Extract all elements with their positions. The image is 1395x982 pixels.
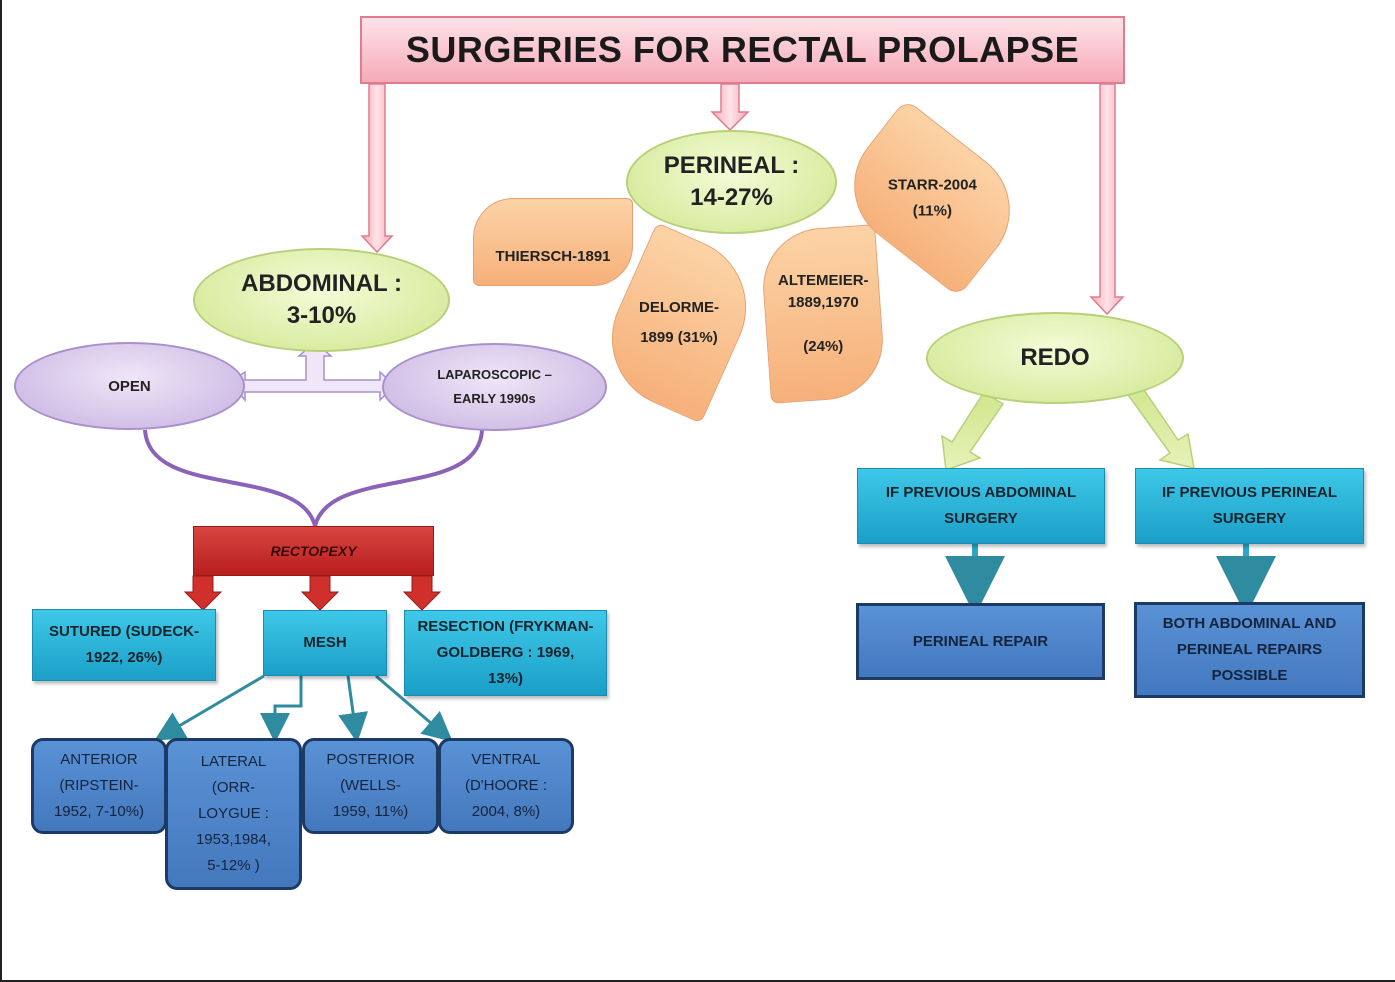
posterior-label: POSTERIOR (WELLS- 1959, 11%) bbox=[326, 751, 415, 820]
lateral-label: LATERAL (ORR- LOYGUE : 1953,1984, 5-12% … bbox=[195, 753, 272, 874]
mesh-label: MESH bbox=[303, 634, 347, 651]
arrow-mesh-to-lateral bbox=[260, 676, 303, 743]
abdominal-node: ABDOMINAL : 3-10% bbox=[193, 248, 450, 352]
laparoscopic-node: LAPAROSCOPIC – EARLY 1990s bbox=[382, 343, 607, 431]
arrow-rectopexy-to-sutured bbox=[183, 575, 223, 611]
open-label: OPEN bbox=[108, 377, 151, 395]
prev-perineal-node: IF PREVIOUS PERINEAL SURGERY bbox=[1135, 468, 1364, 544]
arrow-title-to-redo bbox=[1089, 83, 1125, 316]
arrow-redo-to-prev-perineal bbox=[1124, 383, 1195, 469]
perineal-repair-node: PERINEAL REPAIR bbox=[856, 603, 1105, 680]
diagram-title: SURGERIES FOR RECTAL PROLAPSE bbox=[360, 16, 1125, 84]
altemeier-node: ALTEMEIER- 1889,1970 (24%) bbox=[759, 224, 887, 404]
arrow-rectopexy-to-mesh bbox=[300, 575, 340, 611]
arrow-title-to-perineal bbox=[710, 83, 750, 132]
arrow-redo-to-prev-abdominal bbox=[941, 390, 1005, 472]
ventral-label: VENTRAL (D'HOORE : 2004, 8%) bbox=[464, 751, 548, 820]
anterior-node: ANTERIOR (RIPSTEIN- 1952, 7-10%) bbox=[31, 738, 167, 834]
resection-label: RESECTION (FRYKMAN- GOLDBERG : 1969, 13%… bbox=[417, 618, 594, 687]
lateral-node: LATERAL (ORR- LOYGUE : 1953,1984, 5-12% … bbox=[165, 738, 302, 890]
anterior-label: ANTERIOR (RIPSTEIN- 1952, 7-10%) bbox=[53, 751, 145, 820]
sutured-node: SUTURED (SUDECK- 1922, 26%) bbox=[32, 609, 216, 681]
curve-laparoscopic-to-rectopexy bbox=[313, 429, 484, 527]
arrow-rectopexy-to-resection bbox=[402, 575, 442, 611]
delorme-label: DELORME- 1899 (31%) bbox=[639, 299, 719, 346]
open-node: OPEN bbox=[14, 342, 245, 430]
posterior-node: POSTERIOR (WELLS- 1959, 11%) bbox=[302, 738, 439, 834]
resection-node: RESECTION (FRYKMAN- GOLDBERG : 1969, 13%… bbox=[404, 610, 607, 696]
arrow-open-laparoscopic bbox=[228, 341, 397, 403]
starr-label: STARR-2004 (11%) bbox=[887, 175, 977, 219]
abdominal-label: ABDOMINAL : 3-10% bbox=[241, 270, 402, 329]
redo-label: REDO bbox=[1020, 344, 1090, 371]
prev-abdominal-node: IF PREVIOUS ABDOMINAL SURGERY bbox=[857, 468, 1105, 544]
ventral-node: VENTRAL (D'HOORE : 2004, 8%) bbox=[438, 738, 574, 834]
arrow-mesh-to-anterior bbox=[154, 674, 265, 741]
prev-perineal-label: IF PREVIOUS PERINEAL SURGERY bbox=[1161, 484, 1338, 527]
rectopexy-label: RECTOPEXY bbox=[270, 543, 357, 559]
redo-node: REDO bbox=[926, 312, 1184, 404]
curve-open-to-rectopexy bbox=[143, 429, 317, 527]
perineal-repair-label: PERINEAL REPAIR bbox=[912, 632, 1049, 650]
arrow-mesh-to-ventral bbox=[375, 674, 453, 742]
prev-abdominal-label: IF PREVIOUS ABDOMINAL SURGERY bbox=[885, 484, 1077, 527]
rectopexy-node: RECTOPEXY bbox=[193, 526, 434, 576]
both-repairs-node: BOTH ABDOMINAL AND PERINEAL REPAIRS POSS… bbox=[1134, 602, 1365, 698]
arrow-title-to-abdominal bbox=[360, 83, 394, 254]
perineal-node: PERINEAL : 14-27% bbox=[626, 130, 837, 234]
arrow-mesh-to-posterior bbox=[338, 675, 368, 743]
both-repairs-label: BOTH ABDOMINAL AND PERINEAL REPAIRS POSS… bbox=[1162, 615, 1337, 684]
mesh-node: MESH bbox=[263, 610, 387, 676]
thiersch-label: THIERSCH-1891 bbox=[495, 248, 611, 265]
perineal-label: PERINEAL : 14-27% bbox=[663, 152, 800, 211]
laparoscopic-label: LAPAROSCOPIC – EARLY 1990s bbox=[437, 367, 552, 406]
sutured-label: SUTURED (SUDECK- 1922, 26%) bbox=[49, 623, 199, 666]
thiersch-node: THIERSCH-1891 bbox=[473, 198, 633, 286]
altemeier-label: ALTEMEIER- 1889,1970 (24%) bbox=[777, 272, 869, 355]
